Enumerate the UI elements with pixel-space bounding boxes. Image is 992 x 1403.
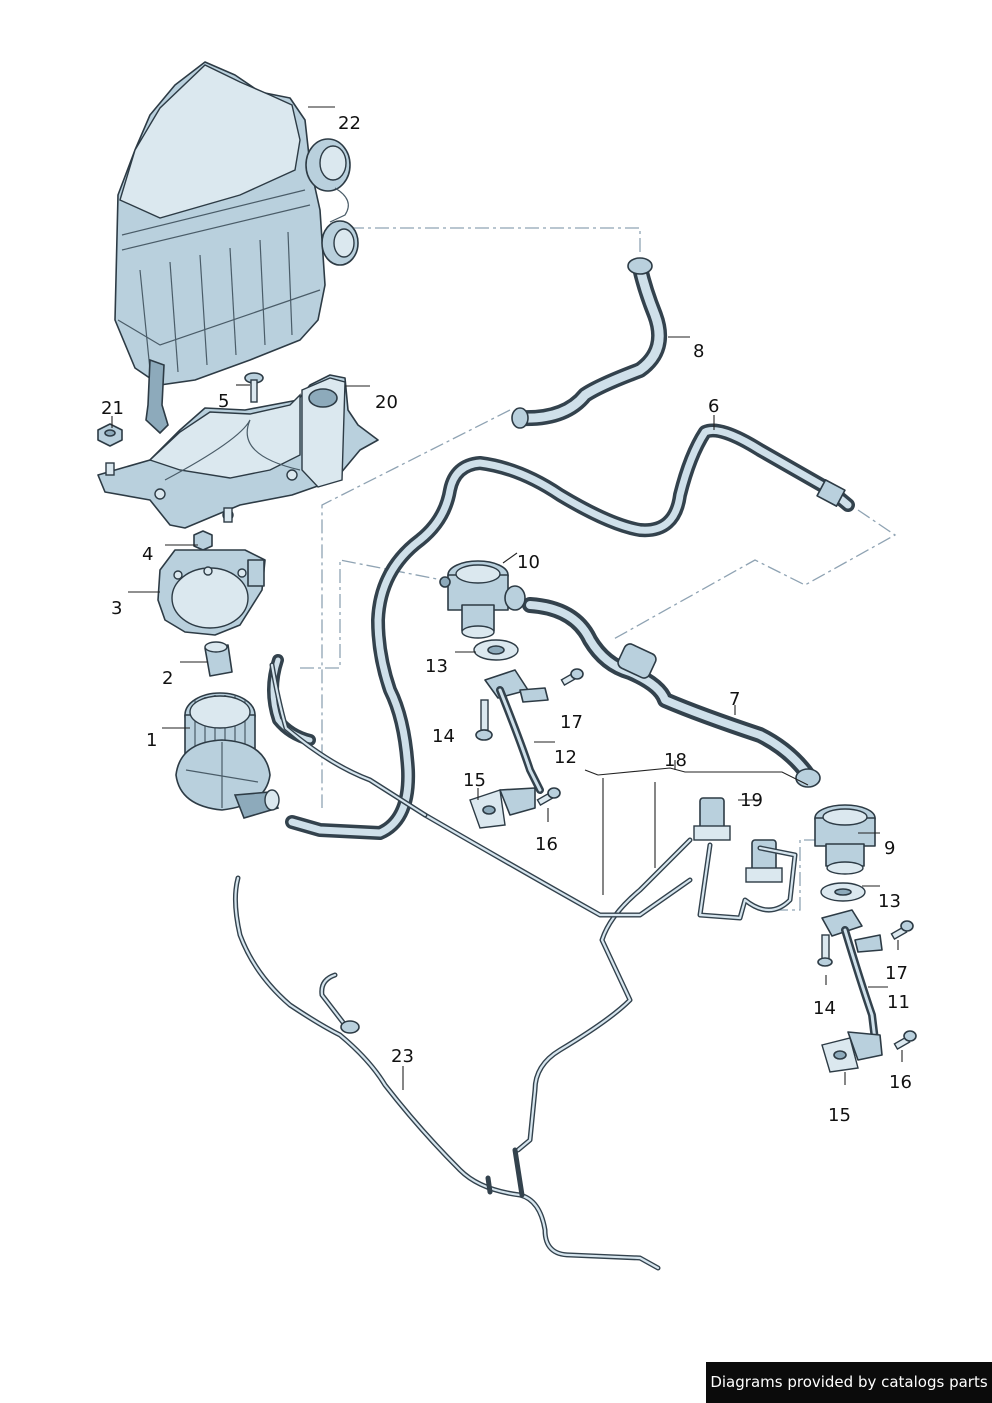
part-22-air-filter-housing (114, 61, 359, 435)
callout-12: 12 (554, 747, 577, 768)
part-2-grommet (204, 641, 233, 677)
callout-6: 6 (708, 396, 719, 417)
part-20-bracket (97, 374, 379, 529)
callout-14a: 14 (432, 726, 455, 747)
part-23-tubing (232, 662, 661, 1271)
callout-4: 4 (142, 544, 153, 565)
callout-10: 10 (517, 552, 540, 573)
callout-17a: 17 (560, 712, 583, 733)
part-10-valve (439, 560, 526, 639)
fasteners-left (469, 668, 584, 829)
part-3-gasket (157, 549, 266, 636)
connection-lines (300, 227, 897, 911)
callout-5: 5 (218, 391, 229, 412)
callout-21: 21 (101, 398, 124, 419)
part-11-pipe (821, 909, 883, 1044)
part-9-valve (814, 804, 876, 875)
callout-14b: 14 (813, 998, 836, 1019)
callout-19: 19 (740, 790, 763, 811)
part-13b-gasket (820, 882, 866, 902)
brand-banner: Diagrams provided by catalogs parts (706, 1362, 992, 1403)
part-5-screw (244, 372, 264, 403)
callout-16a: 16 (535, 834, 558, 855)
hoses (267, 257, 855, 840)
callout-13b: 13 (878, 891, 901, 912)
callout-8: 8 (693, 341, 704, 362)
callout-16b: 16 (889, 1072, 912, 1093)
callout-2: 2 (162, 668, 173, 689)
part-19-solenoid-valves (693, 797, 783, 883)
part-21-nut (97, 423, 123, 447)
callout-11: 11 (887, 992, 910, 1013)
part-12-pipe (484, 669, 549, 794)
fasteners-right (817, 920, 917, 1073)
callout-18: 18 (664, 750, 687, 771)
leader-lines (111, 106, 903, 1090)
part-13a-gasket (473, 639, 519, 661)
callout-15a: 15 (463, 770, 486, 791)
part-1-air-pump (175, 692, 280, 819)
callout-1: 1 (146, 730, 157, 751)
callout-15b: 15 (828, 1105, 851, 1126)
part-18-tubing (422, 812, 798, 1153)
callout-9: 9 (884, 838, 895, 859)
part-4-nut (193, 530, 213, 551)
callout-3: 3 (111, 598, 122, 619)
callout-23: 23 (391, 1046, 414, 1067)
callout-20: 20 (375, 392, 398, 413)
callout-22: 22 (338, 113, 361, 134)
callout-7: 7 (729, 689, 740, 710)
callout-13a: 13 (425, 656, 448, 677)
callout-17b: 17 (885, 963, 908, 984)
callout-numbers: 22 20 21 5 4 3 2 1 8 6 10 13 7 17 14 12 … (101, 113, 912, 1126)
